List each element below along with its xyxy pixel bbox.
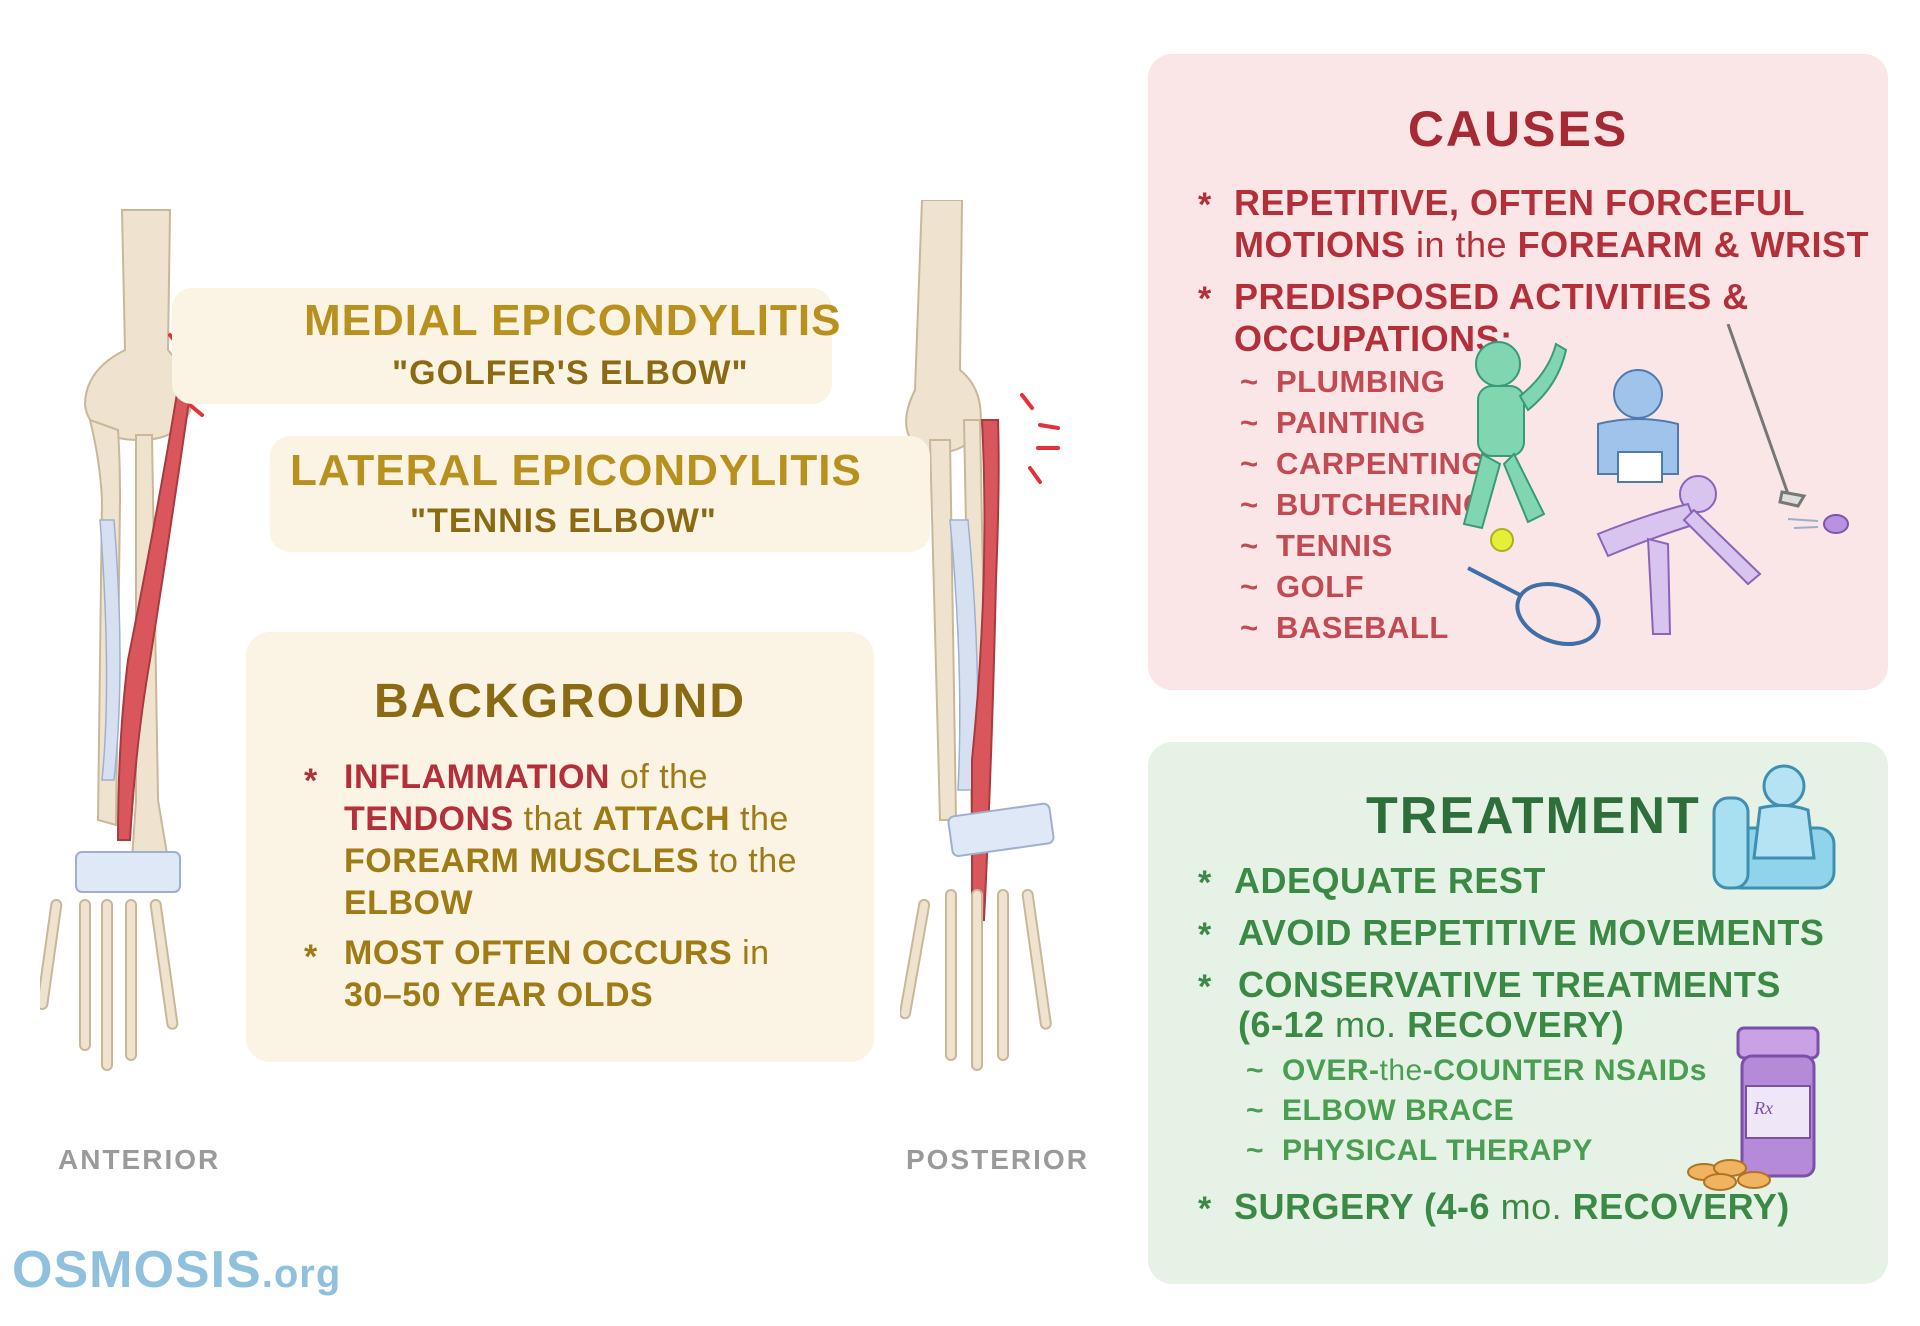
- activity-item: ~TENNIS: [1240, 528, 1393, 563]
- cause-2-line-2: OCCUPATIONS:: [1234, 318, 1513, 359]
- tennis-player-figure-icon: [1596, 475, 1762, 635]
- armchair-rest-icon: [1712, 764, 1836, 890]
- cause-2-line-1: PREDISPOSED ACTIVITIES &: [1234, 276, 1749, 317]
- posterior-forearm-illustration: [900, 200, 1060, 1071]
- causes-panel: CAUSES * REPETITIVE, OFTEN FORCEFUL MOTI…: [1148, 54, 1888, 690]
- golf-club-icon: [1726, 324, 1807, 508]
- background-title: BACKGROUND: [374, 675, 746, 728]
- causes-title: CAUSES: [1407, 101, 1629, 157]
- anterior-forearm-illustration: [40, 209, 224, 1071]
- anterior-label: ANTERIOR: [58, 1144, 221, 1175]
- treatment-sub-brace: ~ELBOW BRACE: [1246, 1094, 1515, 1127]
- bullet-star-icon: *: [1198, 916, 1212, 954]
- lateral-epicondylitis-title: LATERAL EPICONDYLITIS: [290, 446, 862, 495]
- bullet-star-icon: *: [1198, 1190, 1212, 1228]
- treatment-sub-pt: ~PHYSICAL THERAPY: [1246, 1134, 1593, 1167]
- bullet-star-icon: *: [1198, 280, 1212, 318]
- background-panel: BACKGROUND * INFLAMMATION of the TENDONS…: [246, 632, 874, 1062]
- medial-label-box: [172, 288, 832, 404]
- tennis-ball-icon: [1490, 528, 1514, 552]
- osmosis-logo: OSMOSIS.org: [12, 1241, 342, 1299]
- cause-1-line-2: MOTIONS in the FOREARM & WRIST: [1234, 224, 1870, 265]
- bullet-star-icon: *: [1198, 186, 1212, 224]
- bullet-star-icon: *: [304, 938, 318, 976]
- plumber-figure-icon: [1462, 341, 1568, 530]
- posterior-label: POSTERIOR: [906, 1144, 1089, 1175]
- lateral-label-box: [270, 436, 930, 552]
- bullet-star-icon: *: [1198, 864, 1212, 902]
- treatment-rest: ADEQUATE REST: [1234, 860, 1546, 901]
- treatment-conservative-line-1: CONSERVATIVE TREATMENTS: [1238, 964, 1781, 1005]
- bullet-star-icon: *: [304, 762, 318, 800]
- background-line-3: FOREARM MUSCLES to the: [344, 842, 798, 880]
- treatment-panel: TREATMENT * ADEQUATE REST * AVOID REPETI…: [1148, 742, 1888, 1284]
- bullet-star-icon: *: [1198, 968, 1212, 1006]
- cause-1-line-1: REPETITIVE, OFTEN FORCEFUL: [1234, 182, 1806, 223]
- activities-illustration: [1462, 324, 1849, 646]
- treatment-sub-nsaids: ~OVER-the-COUNTER NSAIDs: [1246, 1054, 1707, 1087]
- activity-item: ~BASEBALL: [1240, 610, 1449, 645]
- activity-item: ~CARPENTING: [1240, 446, 1486, 481]
- golfers-elbow-label: "GOLFER'S ELBOW": [392, 354, 749, 392]
- activity-item: ~BUTCHERING: [1240, 487, 1488, 522]
- treatment-avoid: AVOID REPETITIVE MOVEMENTS: [1238, 912, 1825, 953]
- svg-text:Rx: Rx: [1753, 1098, 1773, 1118]
- butcher-figure-icon: [1597, 369, 1679, 483]
- medial-epicondylitis-title: MEDIAL EPICONDYLITIS: [304, 296, 842, 345]
- background-line-5: MOST OFTEN OCCURS in: [344, 934, 770, 972]
- activity-item: ~PLUMBING: [1240, 364, 1446, 399]
- activity-item: ~GOLF: [1240, 569, 1365, 604]
- background-line-4: ELBOW: [344, 884, 474, 922]
- background-line-2: TENDONS that ATTACH the: [344, 800, 789, 838]
- treatment-title: TREATMENT: [1366, 787, 1701, 845]
- treatment-conservative-line-2: (6-12 mo. RECOVERY): [1238, 1004, 1625, 1045]
- pill-bottle-icon: Rx: [1687, 1026, 1820, 1191]
- background-line-6: 30–50 YEAR OLDS: [344, 976, 654, 1014]
- background-line-1: INFLAMMATION of the: [344, 758, 708, 796]
- baseball-icon: [1787, 514, 1849, 534]
- activity-item: ~PAINTING: [1240, 405, 1426, 440]
- tennis-elbow-label: "TENNIS ELBOW": [410, 502, 717, 540]
- tennis-racket-icon: [1467, 566, 1601, 646]
- treatment-surgery: SURGERY (4-6 mo. RECOVERY): [1234, 1186, 1790, 1227]
